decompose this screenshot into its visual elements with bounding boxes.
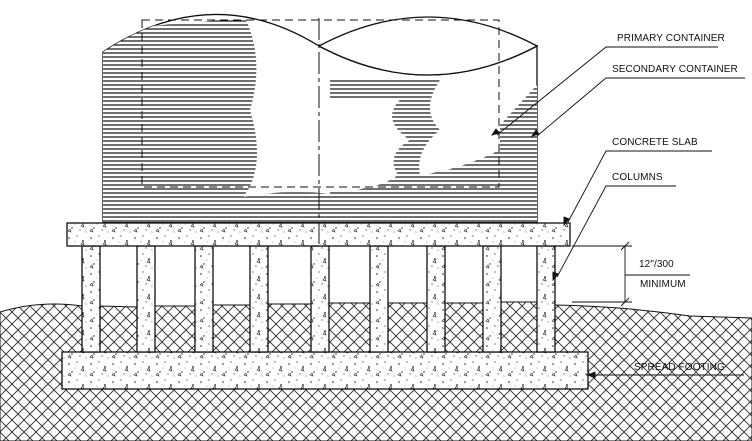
column-7 [426,245,446,353]
label-primary-container: PRIMARY CONTAINER [617,33,725,44]
label-clearance-qualifier: MINIMUM [640,279,686,290]
columns-group [81,245,556,353]
label-spread-footing: SPREAD FOOTING [634,362,725,373]
label-columns: COLUMNS [612,172,663,183]
spread-footing [61,351,589,390]
column-6 [369,245,389,353]
column-5 [310,245,330,353]
column-9 [536,245,556,353]
primary-container [141,19,500,188]
column-1 [81,245,101,353]
leaders [490,46,745,379]
clearance-dimension [572,241,690,307]
label-secondary-container: SECONDARY CONTAINER [612,64,738,75]
column-3 [194,245,214,353]
column-4 [249,245,269,353]
label-clearance-value: 12"/300 [639,259,674,270]
column-2 [136,245,156,353]
column-8 [482,245,502,353]
label-concrete-slab: CONCRETE SLAB [612,137,698,148]
secondary-container [102,13,539,223]
